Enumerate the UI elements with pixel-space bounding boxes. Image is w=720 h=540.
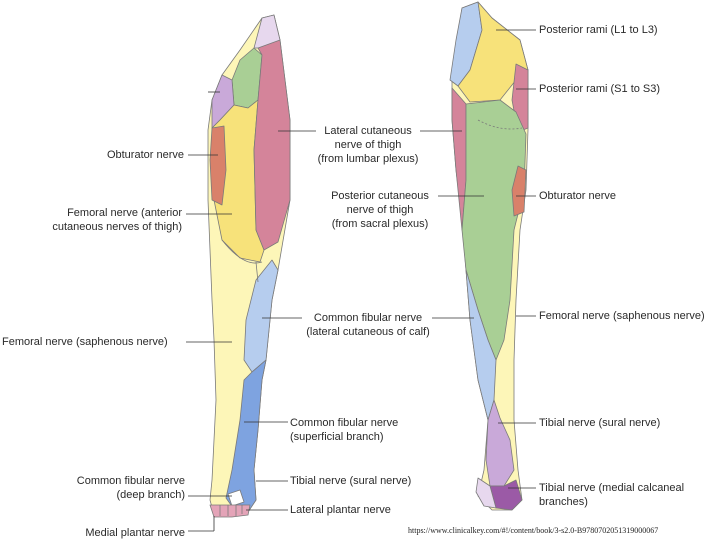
- leader-lines: [186, 29, 536, 532]
- label-tibial-sural-back-text: Tibial nerve (sural nerve): [539, 417, 661, 429]
- label-posterior-rami-lumbar-text: Posterior rami (L1 to L3): [539, 24, 658, 36]
- label-femoral-anterior-line1: Femoral nerve (anterior: [67, 207, 182, 219]
- posterior-obturator-region: [511, 165, 527, 217]
- posterior-leg: [449, 1, 529, 511]
- label-obturator-back-text: Obturator nerve: [539, 190, 617, 202]
- anterior-toe-lines: [219, 505, 243, 516]
- label-lateral-cutaneous-line3: (from lumbar plexus): [317, 153, 419, 165]
- anterior-toes-region: [209, 504, 251, 518]
- posterior-heel-region: [475, 477, 497, 509]
- label-obturator-nerve-back: Obturator nerve: [539, 189, 616, 203]
- label-posterior-cutaneous-line1: Posterior cutaneous: [331, 190, 429, 202]
- anterior-deep-branch-region: [227, 489, 245, 507]
- label-common-fibular-deep-line2: (deep branch): [116, 489, 186, 501]
- label-lateral-cutaneous-thigh: Lateral cutaneous nerve of thigh (from l…: [300, 124, 436, 166]
- label-common-fibular-deep-line1: Common fibular nerve: [76, 475, 185, 487]
- label-femoral-saphenous-back-text: Femoral nerve (saphenous nerve): [539, 310, 705, 322]
- label-posterior-rami-lumbar: Posterior rami (L1 to L3): [539, 23, 658, 37]
- label-lateral-cutaneous-line2: nerve of thigh: [334, 139, 402, 151]
- label-femoral-anterior-line2: cutaneous nerves of thigh): [52, 221, 182, 233]
- posterior-cutaneous-region: [461, 99, 527, 361]
- label-obturator-front-text: Obturator nerve: [106, 149, 184, 161]
- anterior-knee-line: [221, 239, 263, 283]
- label-common-fibular-superficial-line2: (superficial branch): [290, 431, 384, 443]
- label-femoral-saphenous-front: Femoral nerve (saphenous nerve): [2, 335, 168, 349]
- label-posterior-rami-sacral: Posterior rami (S1 to S3): [539, 82, 660, 96]
- label-tibial-medial-calcaneal-line1: Tibial nerve (medial calcaneal: [539, 482, 685, 494]
- label-common-fibular-deep: Common fibular nerve (deep branch): [40, 474, 185, 502]
- label-femoral-saphenous-back: Femoral nerve (saphenous nerve): [539, 309, 705, 323]
- posterior-gluteal-line: [477, 119, 523, 130]
- label-tibial-sural-back: Tibial nerve (sural nerve): [539, 416, 660, 430]
- label-common-fibular-superficial-line1: Common fibular nerve: [290, 417, 399, 429]
- label-femoral-saphenous-front-text: Femoral nerve (saphenous nerve): [2, 336, 168, 348]
- label-tibial-medial-calcaneal: Tibial nerve (medial calcaneal branches): [539, 481, 684, 509]
- label-posterior-cutaneous-line3: (from sacral plexus): [331, 218, 429, 230]
- label-medial-plantar-text: Medial plantar nerve: [85, 527, 185, 539]
- anterior-leg: [207, 14, 291, 518]
- label-common-fibular-lateral-calf: Common fibular nerve (lateral cutaneous …: [298, 311, 438, 339]
- label-tibial-sural-front-text: Tibial nerve (sural nerve): [290, 475, 412, 487]
- label-femoral-anterior: Femoral nerve (anterior cutaneous nerves…: [20, 206, 182, 234]
- anterior-lateral-cutaneous-region: [253, 39, 291, 251]
- label-lateral-cutaneous-line1: Lateral cutaneous: [324, 125, 412, 137]
- label-tibial-medial-calcaneal-line2: branches): [539, 496, 588, 508]
- label-posterior-rami-sacral-text: Posterior rami (S1 to S3): [539, 83, 661, 95]
- label-lateral-plantar-text: Lateral plantar nerve: [290, 504, 391, 516]
- label-medial-plantar: Medial plantar nerve: [40, 526, 185, 540]
- label-lateral-plantar: Lateral plantar nerve: [290, 503, 391, 517]
- label-common-fibular-calf-line2: (lateral cutaneous of calf): [306, 326, 430, 338]
- label-common-fibular-calf-line1: Common fibular nerve: [313, 312, 423, 324]
- anterior-obturator-region: [209, 125, 227, 206]
- label-obturator-nerve-front: Obturator nerve: [70, 148, 184, 162]
- label-posterior-cutaneous-line2: nerve of thigh: [346, 204, 414, 216]
- label-tibial-sural-front: Tibial nerve (sural nerve): [290, 474, 411, 488]
- source-url[interactable]: https://www.clinicalkey.com/#!/content/b…: [408, 526, 659, 535]
- label-common-fibular-superficial: Common fibular nerve (superficial branch…: [290, 416, 398, 444]
- label-posterior-cutaneous-thigh: Posterior cutaneous nerve of thigh (from…: [312, 189, 448, 231]
